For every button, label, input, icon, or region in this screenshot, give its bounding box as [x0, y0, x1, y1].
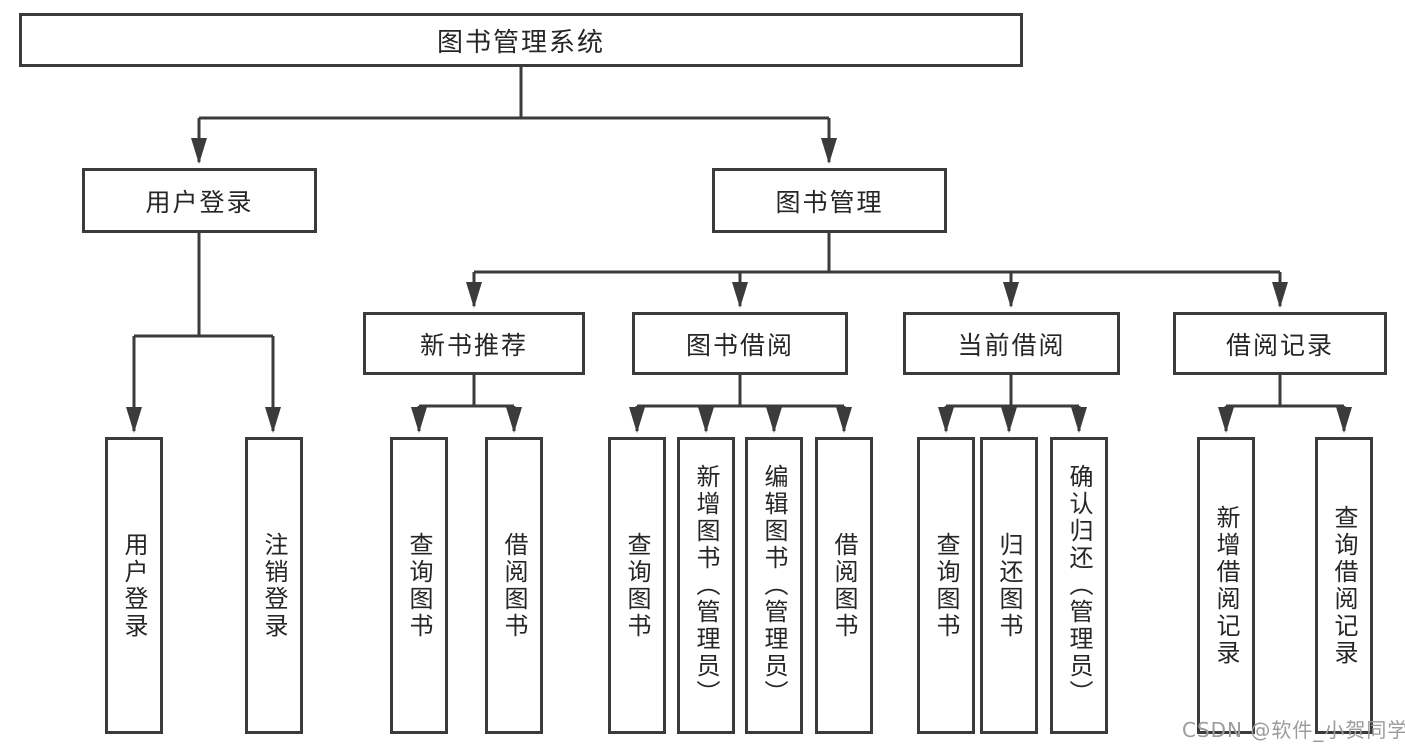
csdn-watermark: CSDN @软件_小贺同学 [1182, 718, 1405, 742]
node-label: 查询图书 [405, 531, 433, 640]
node-current-borrowing: 当前借阅 [903, 312, 1120, 375]
node-book-management: 图书管理 [712, 168, 947, 233]
node-label: 查询图书 [932, 531, 960, 640]
node-label: 确认归还（管理员） [1065, 464, 1093, 707]
leaf-add-borrow-record: 新增借阅记录 [1197, 437, 1255, 734]
node-label: 用户登录 [145, 187, 254, 217]
node-label: 查询借阅记录 [1330, 504, 1358, 667]
node-label: 当前借阅 [957, 330, 1066, 360]
leaf-user-login: 用户登录 [105, 437, 163, 734]
node-user-login: 用户登录 [82, 168, 317, 233]
node-label: 新增图书（管理员） [692, 464, 720, 707]
leaf-query-books-borrowing: 查询图书 [608, 437, 666, 734]
node-label: 归还图书 [995, 531, 1023, 640]
node-label: 注销登录 [260, 531, 288, 640]
leaf-borrow-books-borrowing: 借阅图书 [815, 437, 873, 734]
leaf-logout: 注销登录 [245, 437, 303, 734]
node-label: 新增借阅记录 [1212, 504, 1240, 667]
node-book-borrowing: 图书借阅 [632, 312, 848, 375]
leaf-add-books-admin: 新增图书（管理员） [677, 437, 735, 734]
leaf-borrow-books-newbooks: 借阅图书 [485, 437, 543, 734]
node-root-library-system: 图书管理系统 [19, 13, 1023, 67]
node-label: 图书借阅 [685, 330, 794, 360]
leaf-confirm-return-admin: 确认归还（管理员） [1050, 437, 1108, 734]
node-borrowing-records: 借阅记录 [1173, 312, 1387, 375]
leaf-query-books-current: 查询图书 [917, 437, 975, 734]
node-label: 新书推荐 [419, 330, 528, 360]
node-label: 借阅图书 [830, 531, 858, 640]
node-label: 编辑图书（管理员） [760, 464, 788, 707]
node-new-book-recommendation: 新书推荐 [363, 312, 585, 375]
node-label: 图书管理系统 [436, 27, 605, 58]
leaf-return-books: 归还图书 [980, 437, 1038, 734]
node-label: 借阅记录 [1225, 330, 1334, 360]
leaf-query-books-newbooks: 查询图书 [390, 437, 448, 734]
leaf-query-borrow-record: 查询借阅记录 [1315, 437, 1373, 734]
node-label: 借阅图书 [500, 531, 528, 640]
node-label: 查询图书 [623, 531, 651, 640]
leaf-edit-books-admin: 编辑图书（管理员） [745, 437, 803, 734]
node-label: 图书管理 [775, 187, 884, 217]
node-label: 用户登录 [120, 531, 148, 640]
